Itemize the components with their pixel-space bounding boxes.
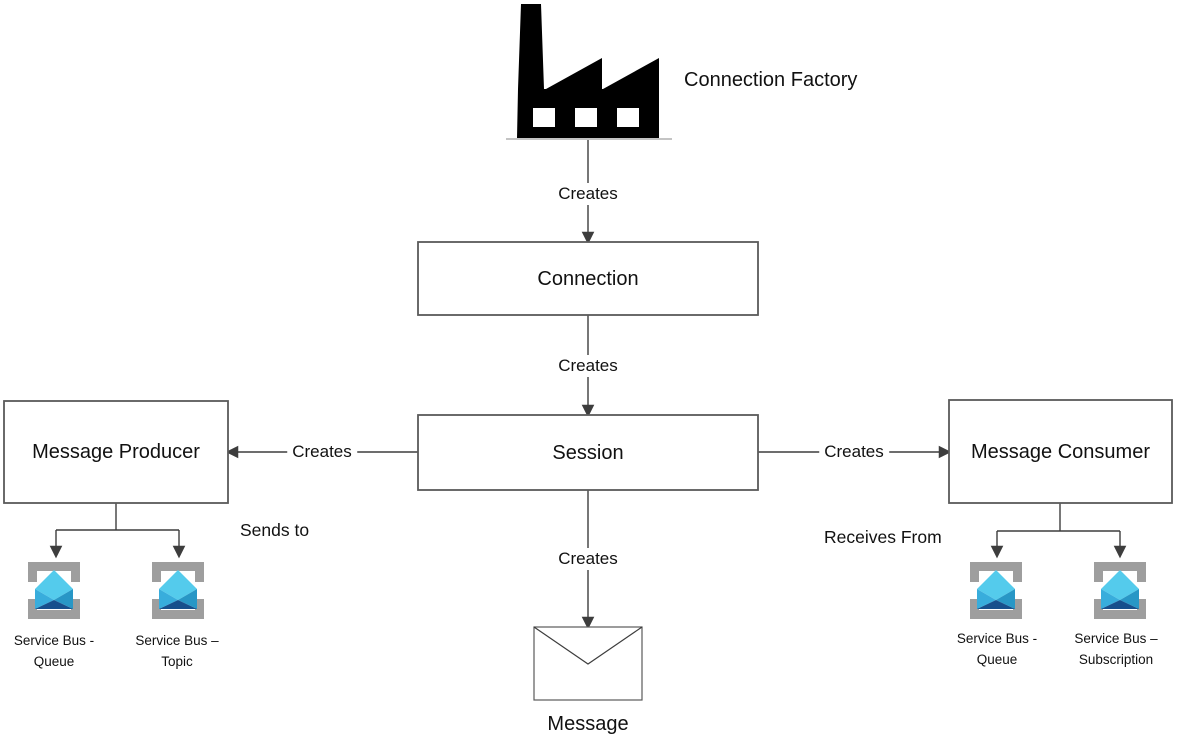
- connection-label: Connection: [537, 267, 639, 290]
- service-bus-queue-label-left: Service Bus - Queue: [13, 633, 95, 669]
- creates-label-factory-connection: Creates: [553, 183, 623, 205]
- service-bus-subscription-label: Service Bus – Subscription: [1074, 631, 1158, 667]
- service-bus-subscription-icon: [1094, 562, 1146, 619]
- session-box: [417, 414, 759, 491]
- message-label: Message: [547, 713, 629, 735]
- creates-label-session-producer: Creates: [287, 441, 357, 463]
- sends-to-label: Sends to: [240, 520, 310, 540]
- service-bus-queue-icon-right: [970, 562, 1022, 619]
- consumer-branch-connector: [990, 503, 1127, 559]
- message-consumer-label: Message Consumer: [971, 440, 1150, 463]
- producer-branch-connector: [49, 503, 186, 559]
- creates-label-session-consumer: Creates: [819, 441, 889, 463]
- receives-from-label: Receives From: [824, 527, 942, 547]
- session-label: Session: [552, 441, 624, 464]
- connection-factory-label: Connection Factory: [684, 69, 858, 91]
- message-envelope-icon: [533, 626, 643, 701]
- message-consumer-box: [948, 399, 1173, 504]
- creates-label-connection-session: Creates: [553, 355, 623, 377]
- service-bus-queue-icon-left: [28, 562, 80, 619]
- creates-label-session-message: Creates: [553, 548, 623, 570]
- message-producer-box: [3, 400, 229, 504]
- message-producer-label: Message Producer: [32, 441, 200, 463]
- connection-box: [417, 241, 759, 316]
- service-bus-topic-icon: [152, 562, 204, 619]
- factory-icon: [506, 4, 672, 140]
- service-bus-topic-label: Service Bus – Topic: [135, 633, 219, 669]
- service-bus-queue-label-right: Service Bus - Queue: [956, 631, 1038, 667]
